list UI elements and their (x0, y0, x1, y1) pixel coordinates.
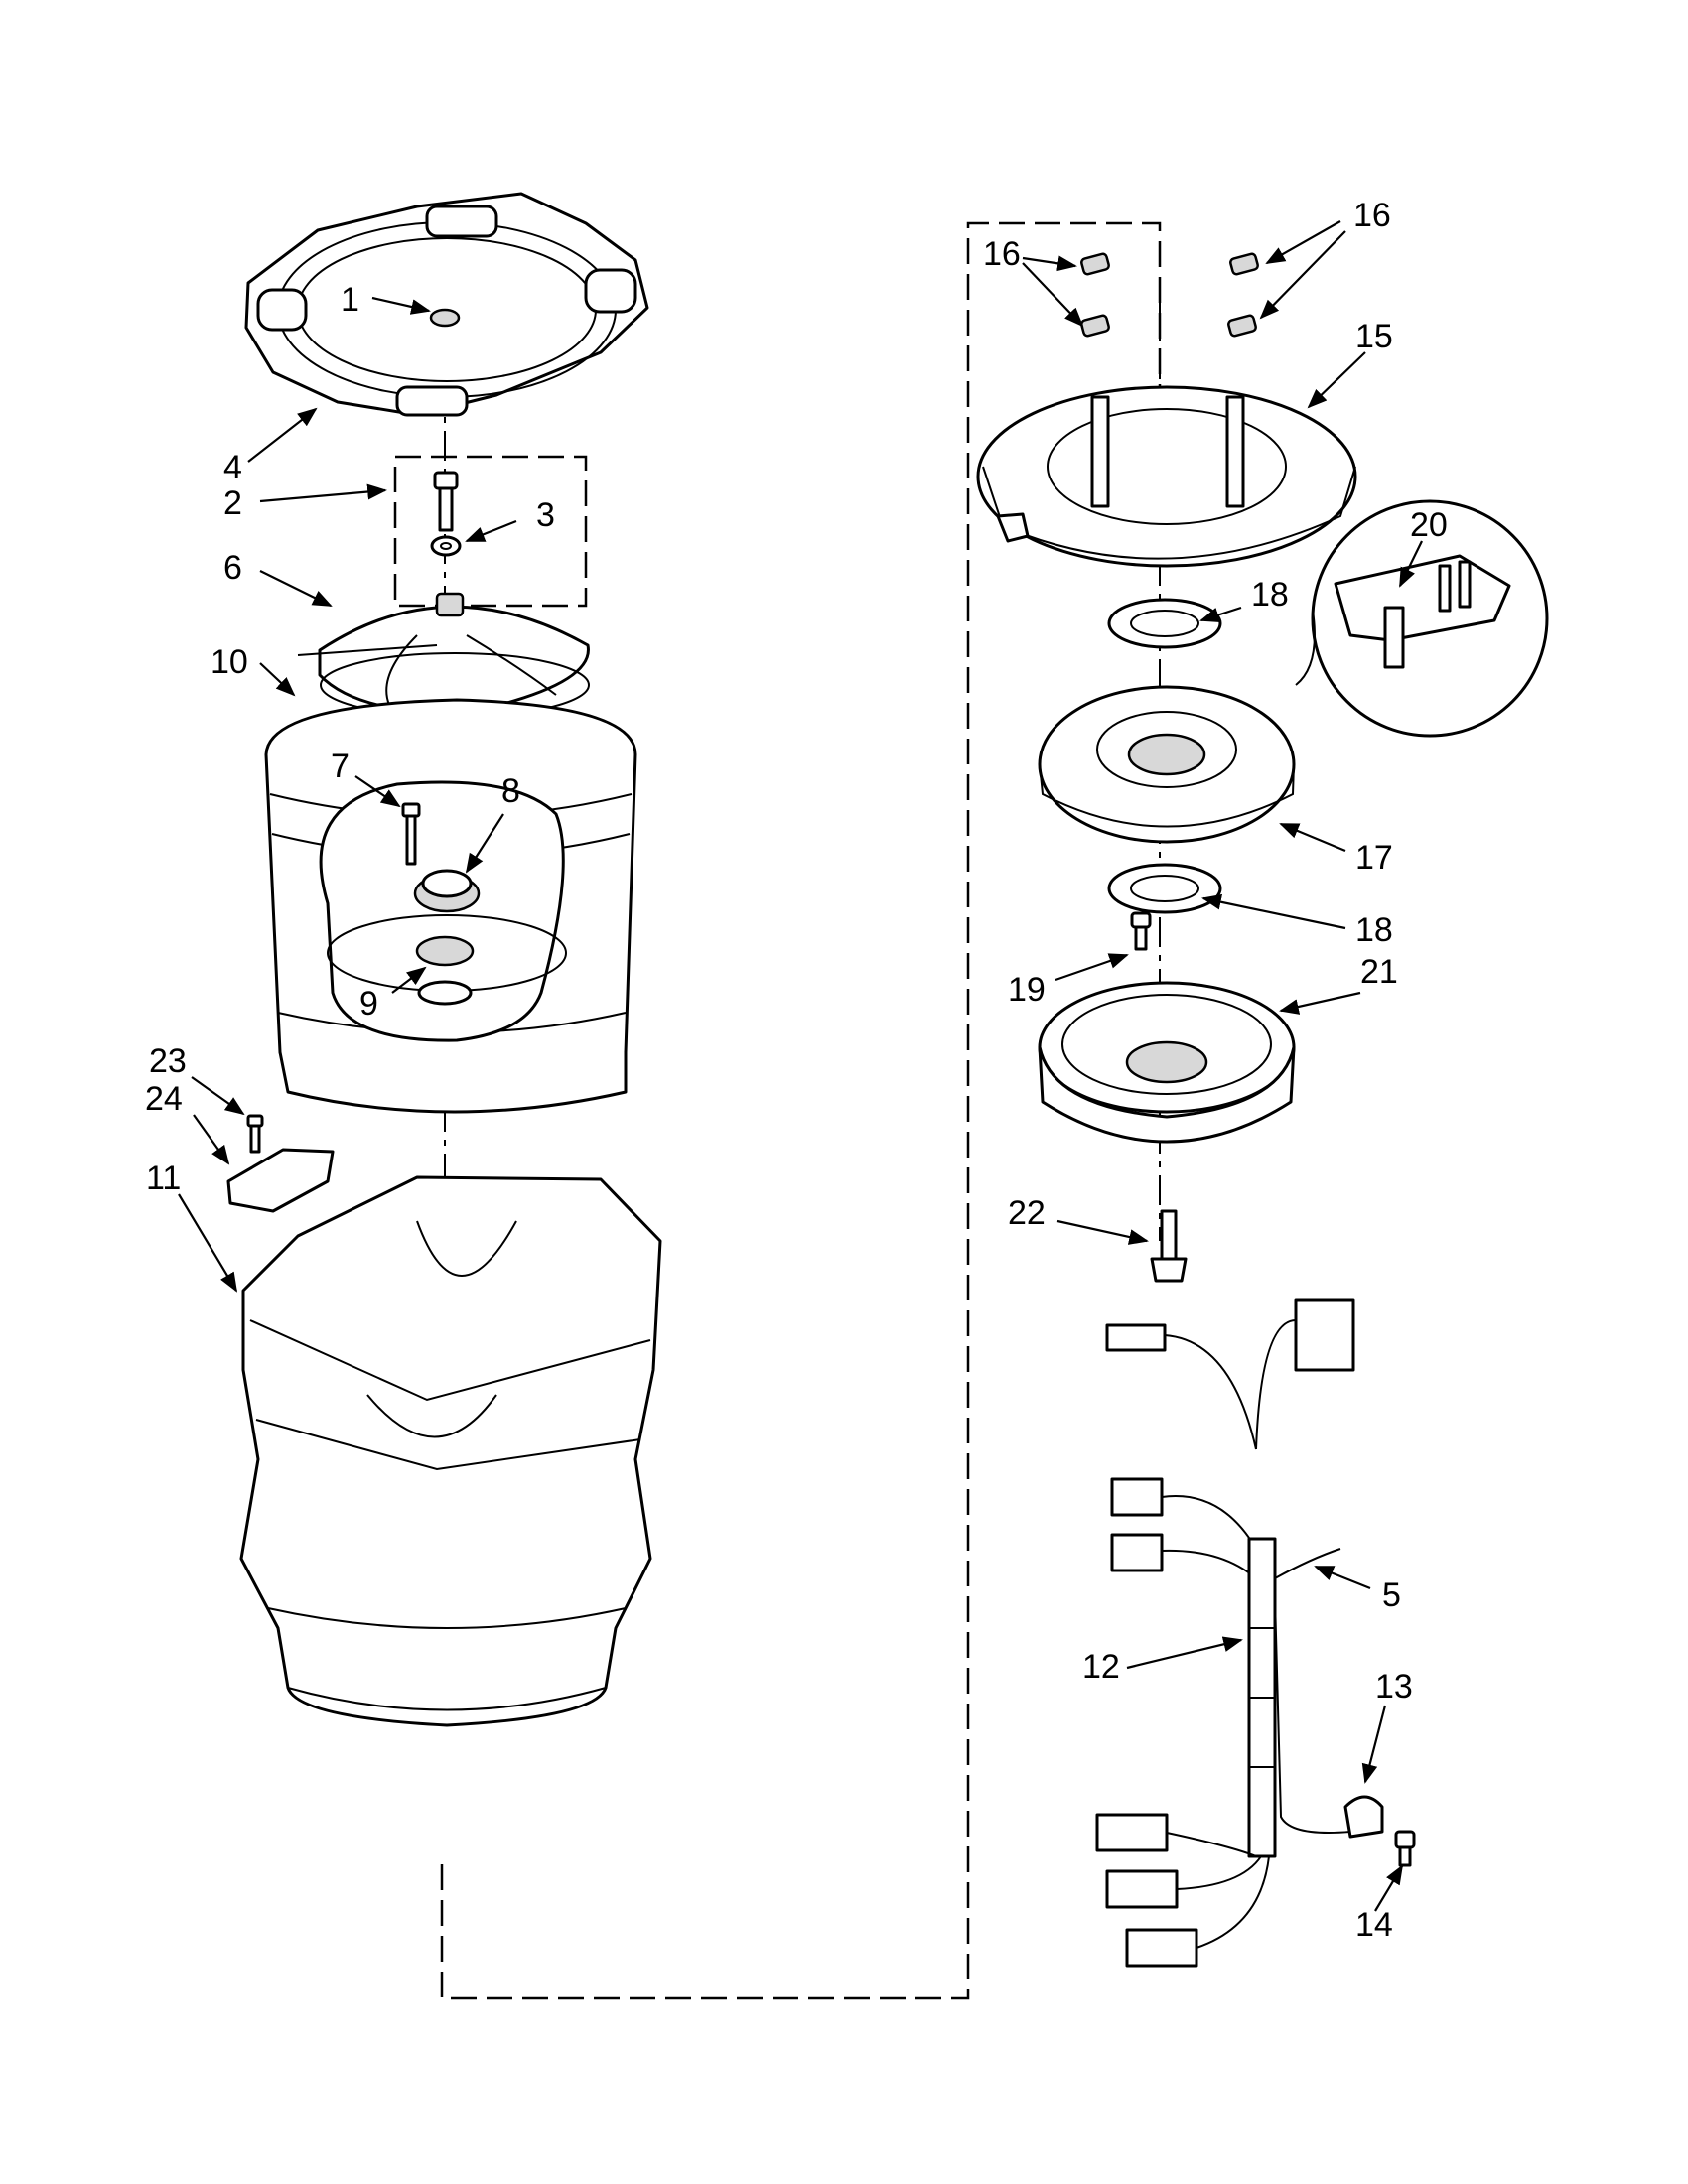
callout-19: 19 (1008, 971, 1046, 1009)
leader-12 (1126, 1636, 1243, 1670)
part-23-screw (246, 1114, 264, 1154)
callout-22: 22 (1008, 1194, 1046, 1232)
part-4-tub-ring (244, 192, 649, 417)
callout-21: 21 (1360, 953, 1398, 991)
callout-7: 7 (331, 748, 350, 785)
leader-15 (1307, 351, 1366, 409)
leader-22 (1056, 1219, 1149, 1245)
callout-24: 24 (145, 1080, 183, 1118)
part-12-wire-harness (1095, 1298, 1355, 1968)
part-15-motor-mount (976, 385, 1357, 568)
callout-18b: 18 (1355, 911, 1393, 949)
part-18-gasket-lower (1107, 863, 1222, 914)
callout-15: 15 (1355, 318, 1393, 355)
leader-16b-2 (1259, 230, 1346, 320)
callout-5: 5 (1382, 1576, 1401, 1614)
part-18-gasket-upper (1107, 598, 1222, 649)
callout-16a: 16 (983, 235, 1021, 273)
part-21-rotor (1038, 981, 1296, 1144)
part-20-detail-inset (1295, 499, 1549, 738)
part-3-washer (430, 535, 462, 557)
part-17-stator (1038, 685, 1296, 844)
leader-13 (1361, 1705, 1387, 1784)
leader-18a (1199, 606, 1242, 623)
part-14-screw (1394, 1830, 1416, 1867)
leader-4 (247, 407, 318, 463)
part-11-outer-tub (239, 1175, 662, 1727)
leader-16a-2 (1022, 262, 1084, 328)
callout-18a: 18 (1251, 576, 1289, 614)
leader-8 (465, 813, 504, 874)
callout-16b: 16 (1353, 197, 1391, 234)
leader-16a-1 (1022, 255, 1077, 272)
callout-11: 11 (146, 1160, 181, 1197)
part-22-bolt (1150, 1209, 1188, 1283)
leader-21 (1279, 991, 1361, 1015)
part-16-bushings (1080, 252, 1259, 338)
leader-16b-1 (1265, 220, 1341, 264)
leader-10 (259, 662, 296, 697)
leader-14 (1374, 1864, 1404, 1912)
callout-3: 3 (536, 496, 555, 534)
leader-2 (259, 483, 387, 503)
leader-6 (259, 570, 333, 607)
callout-1: 1 (341, 281, 359, 319)
leader-7 (354, 775, 401, 808)
leader-20 (1399, 540, 1423, 588)
leader-17 (1279, 822, 1346, 853)
callout-10: 10 (211, 643, 248, 681)
leader-11 (178, 1193, 238, 1293)
callout-13: 13 (1375, 1668, 1413, 1706)
callout-8: 8 (501, 772, 520, 810)
part-5-tube (1274, 1548, 1351, 1834)
part-24-cover-plate (226, 1148, 335, 1213)
leader-3 (465, 519, 517, 543)
leader-9 (391, 966, 427, 994)
leader-18b (1201, 893, 1346, 930)
callout-17: 17 (1355, 839, 1393, 877)
part-7-screw (401, 802, 421, 866)
leader-1 (371, 296, 431, 315)
part-8-hub (413, 869, 481, 913)
callout-6: 6 (223, 549, 242, 587)
leader-23 (191, 1076, 245, 1116)
callout-12: 12 (1082, 1648, 1120, 1686)
callout-20: 20 (1410, 506, 1448, 544)
callout-2: 2 (223, 484, 242, 522)
callout-9: 9 (359, 985, 378, 1023)
part-6-impeller (297, 592, 590, 718)
part-9-drive-gear (415, 935, 475, 1006)
connector-dashed-frame (440, 221, 1162, 2000)
callout-14: 14 (1355, 1906, 1393, 1944)
part-13-clip (1343, 1795, 1384, 1839)
callout-4: 4 (223, 449, 242, 486)
leader-5 (1314, 1565, 1371, 1590)
callout-23: 23 (149, 1042, 187, 1080)
leader-24 (193, 1114, 230, 1165)
group-2-3-dashed-box (393, 455, 588, 608)
part-19-screw (1130, 911, 1152, 951)
leader-19 (1055, 953, 1129, 982)
part-2-bolt (433, 471, 459, 532)
